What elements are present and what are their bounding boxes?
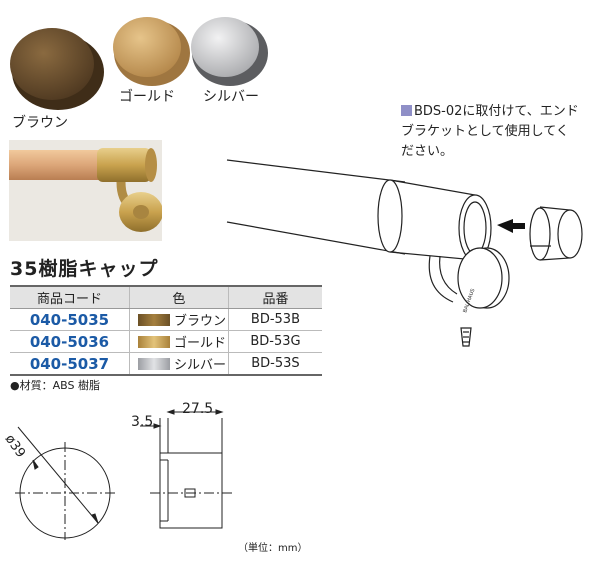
spec-table: 商品コード 色 品番 040-5035 ブラウン BD-53B 040-5036… <box>10 285 322 376</box>
product-code: 040-5037 <box>10 352 130 376</box>
note-line-2: ブラケットとして使用してく <box>401 124 569 139</box>
product-code: 040-5036 <box>10 330 130 353</box>
cap-label-brown: ブラウン <box>12 115 68 131</box>
material-note: ●材質：ABS 樹脂 <box>10 379 100 392</box>
color-name: ゴールド <box>173 336 226 351</box>
cap-label-gold: ゴールド <box>119 89 175 105</box>
header-part: 品番 <box>228 286 322 309</box>
assembly-illustration: BALIHAUS <box>226 159 583 347</box>
dimension-3-5: 3.5 <box>131 414 154 430</box>
dimension-27-5: 27.5 <box>182 401 214 417</box>
note-line-3: ださい。 <box>401 144 454 159</box>
color-name: シルバー <box>173 358 226 373</box>
color-name: ブラウン <box>173 314 226 329</box>
part-number: BD-53B <box>228 308 322 331</box>
usage-note: BDS-02に取付けて、エンド ブラケットとして使用してく ださい。 <box>401 102 579 162</box>
color-swatch <box>137 314 170 326</box>
part-number: BD-53S <box>228 352 322 376</box>
table-row: 040-5035 ブラウン BD-53B <box>10 308 322 331</box>
table-row: 040-5037 シルバー BD-53S <box>10 352 322 376</box>
header-color: 色 <box>129 286 229 309</box>
silver-cap-image <box>191 17 268 86</box>
cap-label-silver: シルバー <box>203 89 259 105</box>
color-swatch <box>137 358 170 370</box>
product-title: 35樹脂キャップ <box>10 258 159 280</box>
note-line-1: BDS-02に取付けて、エンド <box>414 104 579 119</box>
table-row: 040-5036 ゴールド BD-53G <box>10 330 322 353</box>
brown-cap-image <box>10 28 104 110</box>
color-swatch <box>137 336 170 348</box>
note-square-icon <box>401 105 412 116</box>
unit-note: （単位：mm） <box>238 543 308 554</box>
gold-cap-image <box>113 17 190 86</box>
cap-photos <box>10 17 268 110</box>
part-number: BD-53G <box>228 330 322 353</box>
header-code: 商品コード <box>10 286 130 309</box>
technical-drawing <box>15 409 232 540</box>
handrail-photo <box>9 140 162 241</box>
product-code: 040-5035 <box>10 308 130 331</box>
